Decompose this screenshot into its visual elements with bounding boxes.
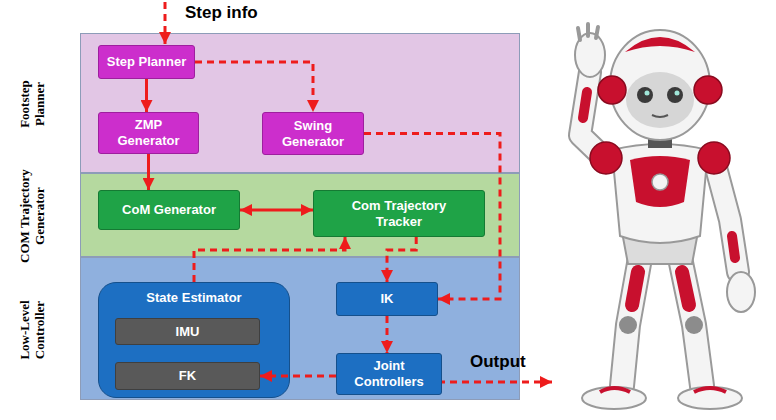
robot-arm-trim (583, 92, 587, 118)
box-label: FK (179, 368, 196, 384)
robot-eye (667, 87, 683, 103)
flow-arrow (386, 316, 389, 353)
sensor-box: IMU (115, 318, 260, 345)
robot-head (610, 30, 710, 140)
robot-foot-trim (694, 388, 726, 392)
robot-neck (648, 134, 672, 148)
robot-knee (685, 316, 703, 334)
process-box: ZMP Generator (98, 112, 199, 154)
robot-leg-outline (680, 258, 702, 386)
robot-thigh-trim (682, 272, 689, 305)
box-label: Swing Generator (269, 118, 357, 149)
box-label: Com Trajectory Tracker (335, 198, 463, 229)
flow-arrow (194, 237, 345, 282)
box-label: Joint Controllers (343, 358, 435, 389)
robot-eye-light (675, 91, 680, 96)
box-label: Step Planner (107, 54, 186, 70)
layer-band: Low-Level ControllerState EstimatorIMUFK… (80, 257, 520, 400)
flow-arrow (147, 154, 150, 190)
robot-chest (630, 156, 690, 207)
robot-leg (680, 258, 702, 386)
robot-leg (622, 258, 640, 386)
input-arrow (164, 2, 167, 44)
flow-arrow (387, 237, 416, 282)
process-box: Step Planner (98, 45, 195, 79)
robot-arm-outline (580, 72, 606, 160)
robot-ear (694, 76, 722, 104)
robot-torso (612, 144, 708, 243)
module-group: State EstimatorIMU FK (98, 282, 290, 398)
flow-arrow (240, 209, 313, 212)
process-box: IK (336, 282, 438, 316)
flow-arrow (260, 375, 336, 378)
group-heading: State Estimator (99, 283, 289, 306)
robot-hand (727, 272, 755, 312)
input-label: Step info (185, 3, 258, 23)
robot-foot-trim (600, 388, 630, 392)
process-box: Joint Controllers (336, 353, 442, 395)
robot-arm-outline (714, 160, 738, 272)
robot-pelvis (622, 232, 698, 264)
robot-eye (637, 87, 653, 103)
layer-heading: Low-Level Controller (18, 291, 48, 369)
flow-arrow (364, 134, 500, 300)
robot-eye-light (645, 91, 650, 96)
robot-arm-trim (732, 236, 735, 258)
robot-knee (619, 316, 637, 334)
sensor-box: FK (115, 362, 260, 390)
robot-face (626, 72, 694, 128)
box-label: IK (381, 291, 394, 307)
box-label: ZMP Generator (105, 117, 192, 148)
process-box: CoM Generator (98, 190, 240, 230)
flow-arrow (195, 62, 313, 112)
layer-heading: COM Trajectory Generator (18, 166, 48, 266)
flow-arrow (145, 79, 148, 112)
robot-foot (582, 387, 646, 409)
robot-hand (575, 33, 605, 77)
process-box: Com Trajectory Tracker (313, 190, 485, 237)
robot-leg-outline (622, 258, 640, 386)
robot-head-trim (625, 37, 695, 52)
layer-heading: Footstep Planner (18, 68, 48, 140)
robot-shoulder (698, 142, 730, 174)
robot-chest-button (652, 174, 668, 190)
robot-thigh-trim (632, 272, 638, 305)
edge-group (147, 62, 501, 376)
robot-arm (580, 72, 606, 160)
layer-band: Footstep PlannerStep PlannerZMP Generato… (80, 33, 520, 173)
process-box: Swing Generator (262, 112, 364, 155)
box-label: IMU (176, 324, 200, 340)
robot-fingers (578, 24, 598, 40)
layer-band: COM Trajectory GeneratorCoM GeneratorCom… (80, 173, 520, 257)
robot-foot (678, 387, 742, 409)
robot-shoulder (590, 142, 622, 174)
output-label: Output (470, 352, 526, 372)
robot-illustration (575, 24, 755, 409)
robot-mouth (652, 115, 668, 117)
box-label: CoM Generator (122, 202, 216, 218)
robot-ear (598, 76, 626, 104)
robot-arm (714, 160, 738, 272)
output-arrow (438, 381, 552, 384)
